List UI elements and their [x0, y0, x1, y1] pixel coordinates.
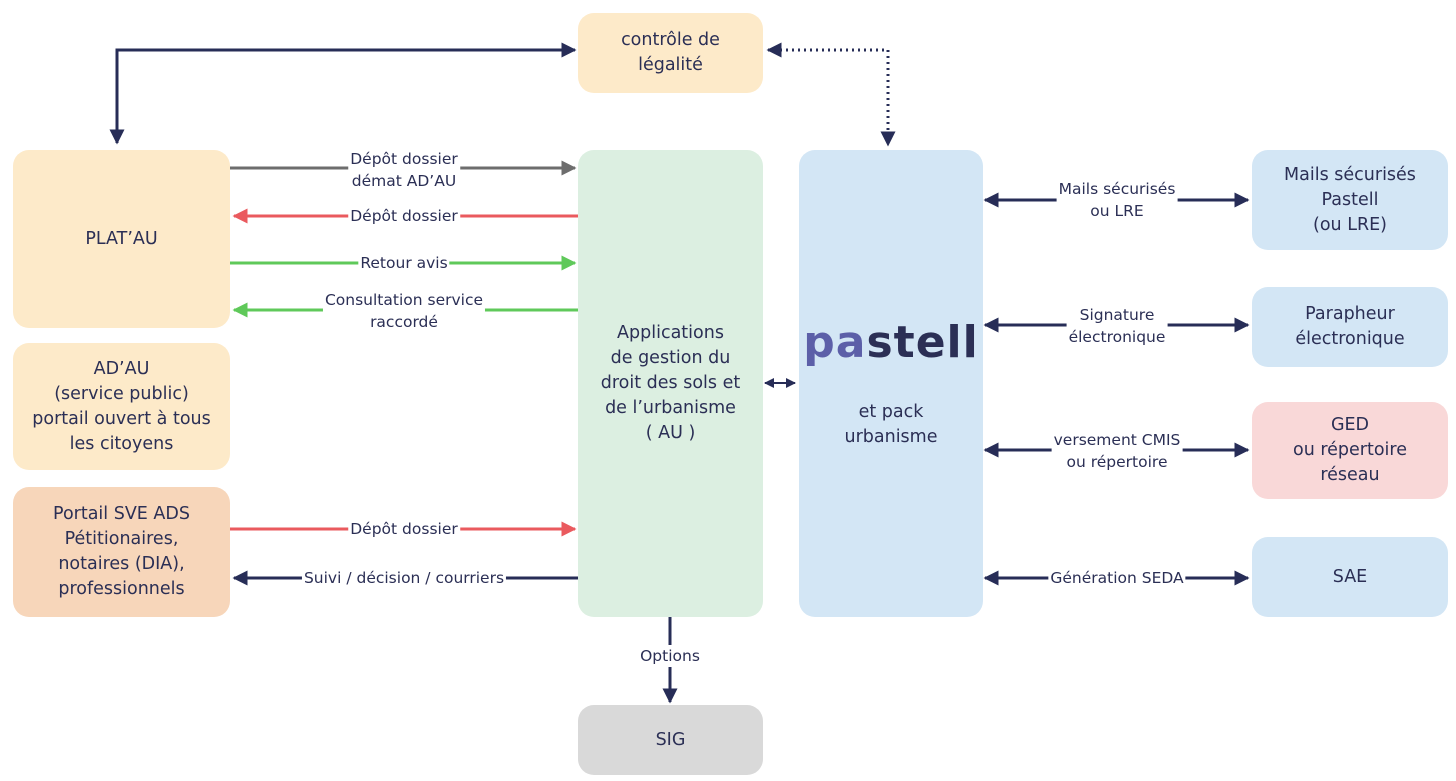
- pastell-logo: pastell: [803, 316, 979, 368]
- parapheur-box: Parapheur électronique: [1252, 287, 1448, 367]
- sve-label: Portail SVE ADS Pétitionaires, notaires …: [53, 504, 190, 599]
- platau-box: PLAT’AU: [13, 150, 230, 328]
- dotted-arrow-legalite-pastell: [766, 42, 896, 147]
- mails-box: Mails sécurisés Pastell (ou LRE): [1252, 150, 1448, 250]
- label-seda: Génération SEDA: [1048, 567, 1186, 589]
- controle-legalite-box: contrôle de légalité: [578, 13, 763, 93]
- label-cmis: versement CMIS ou répertoire: [1051, 429, 1183, 473]
- pastell-box: pastell et pack urbanisme: [799, 150, 983, 617]
- label-options: Options: [638, 645, 702, 667]
- au-box: Applications de gestion du droit des sol…: [578, 150, 763, 617]
- adau-label: AD’AU (service public) portail ouvert à …: [32, 358, 211, 454]
- sae-box: SAE: [1252, 537, 1448, 617]
- label-suivi: Suivi / décision / courriers: [301, 567, 507, 589]
- ged-box: GED ou répertoire réseau: [1252, 402, 1448, 499]
- sig-label: SIG: [655, 729, 686, 750]
- label-depot-platau: Dépôt dossier: [348, 205, 460, 227]
- label-depot-demat: Dépôt dossier démat AD’AU: [348, 148, 460, 192]
- label-consultation: Consultation service raccordé: [322, 289, 486, 333]
- controle-legalite-label: contrôle de légalité: [621, 30, 720, 75]
- platau-label: PLAT’AU: [85, 228, 158, 249]
- sae-label: SAE: [1332, 566, 1368, 587]
- mails-label: Mails sécurisés Pastell (ou LRE): [1284, 164, 1416, 235]
- parapheur-label: Parapheur électronique: [1295, 304, 1405, 349]
- label-depot-sve: Dépôt dossier: [348, 518, 460, 540]
- sve-box: Portail SVE ADS Pétitionaires, notaires …: [13, 487, 230, 617]
- au-label: Applications de gestion du droit des sol…: [600, 323, 741, 443]
- label-signature: Signature électronique: [1066, 304, 1168, 348]
- ged-label: GED ou répertoire réseau: [1292, 415, 1407, 485]
- pastell-sub-label: et pack urbanisme: [844, 401, 938, 447]
- sig-box: SIG: [578, 705, 763, 775]
- arrow-platau-legalite: [109, 42, 577, 145]
- adau-box: AD’AU (service public) portail ouvert à …: [13, 343, 230, 470]
- label-retour-avis: Retour avis: [358, 252, 450, 274]
- label-mails: Mails sécurisés ou LRE: [1056, 178, 1178, 222]
